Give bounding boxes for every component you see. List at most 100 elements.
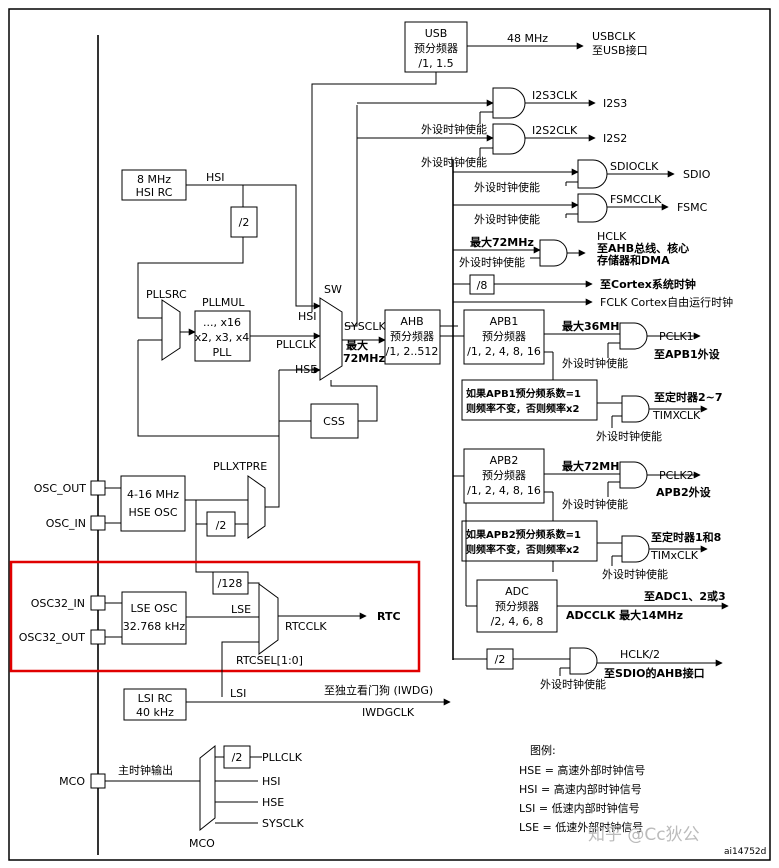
hsi-wire-label: HSI	[206, 171, 225, 184]
watermark: 知乎 @Cc狄公	[588, 825, 700, 845]
lse-block: /128 OSC32_IN OSC32_OUT LSE OSC 32.768 k…	[9, 560, 421, 697]
apb1-and-gate	[619, 322, 648, 350]
pllxtpre-mux	[247, 475, 266, 539]
sdio-ahb-clk-label: HCLK/2	[620, 648, 660, 661]
tim27-cond-line2: 则频率不变，否则频率x2	[466, 402, 579, 415]
lse-highlight-frame	[9, 560, 421, 673]
legend-item-hse: HSE = 高速外部时钟信号	[519, 763, 645, 777]
pll-line3: PLL	[213, 346, 233, 359]
usb-box-line3: /1, 1.5	[418, 57, 453, 70]
osc32-in-pin	[90, 595, 106, 611]
pllsrc-label: PLLSRC	[146, 288, 187, 301]
pclk1-label: PCLK1	[659, 330, 694, 343]
i2s2-clk-label: I2S2CLK	[532, 124, 578, 137]
apb2-block: APB2 预分频器 /1, 2, 4, 8, 16 最大72MHz 外设时钟使能…	[453, 448, 712, 511]
apb2-prescaler-box	[463, 448, 545, 504]
adc-block: ADC 预分频器 /2, 4, 6, 8 至ADC1、2或3 ADCCLK 最大…	[465, 503, 729, 633]
sysclk-riser	[345, 105, 358, 327]
apb1-prescaler-box	[463, 309, 545, 365]
pllsrc-mux	[161, 299, 181, 361]
ahb-prescaler-box	[384, 309, 441, 365]
usb-feed-line	[311, 72, 437, 312]
osc-out-label: OSC_OUT	[34, 482, 87, 495]
lsi-rc-line2: 40 kHz	[136, 706, 174, 719]
sdio-enable-label: 外设时钟使能	[474, 180, 540, 194]
hclk-dest-label2: 存储器和DMA	[597, 253, 670, 267]
css-label: CSS	[323, 415, 345, 428]
lsi-block: LSI RC 40 kHz LSI 至独立看门狗 (IWDG) IWDGCLK	[123, 683, 451, 721]
pll-line1: ..., x16	[203, 316, 241, 329]
sysclk-label: SYSCLK	[344, 320, 386, 333]
tim18-block: 如果APB2预分频系数=1 则频率不变，否则频率x2 外设时钟使能 至定时器1和…	[461, 491, 721, 581]
tim27-enable-label: 外设时钟使能	[596, 429, 662, 443]
css-block: CSS	[137, 340, 378, 439]
rtcsel-mux	[258, 583, 279, 655]
mco-pin-label: MCO	[59, 775, 85, 788]
ahb-box-line2: 预分频器	[390, 329, 434, 343]
hse-to-pllsrc	[137, 340, 280, 437]
apb1-dest-label: 至APB1外设	[654, 347, 721, 361]
usb-dest-label: 至USB接口	[592, 44, 648, 57]
mco-main-label: 主时钟输出	[118, 763, 173, 777]
fsmc-gate-block: 外设时钟使能 FSMCCLK FSMC	[453, 193, 708, 226]
usb-prescaler-box	[404, 21, 468, 73]
sdio-clk-label: SDIOCLK	[610, 160, 659, 173]
usb-prescaler-block: USB 预分频器 /1, 1.5 48 MHz USBCLK 至USB接口	[311, 21, 648, 312]
ahb-box-line1: AHB	[400, 315, 423, 328]
hsi-rc-line1: 8 MHz	[137, 173, 171, 186]
i2s2-dest-label: I2S2	[603, 132, 627, 145]
hsi-div2-to-pllsrc	[137, 237, 244, 319]
lsi-rc-box	[123, 688, 187, 721]
i2s2-enable-label: 外设时钟使能	[421, 155, 487, 169]
osc-in-label: OSC_IN	[46, 517, 86, 530]
sdio-ahb-block: /2 外设时钟使能 HCLK/2 至SDIO的AHB接口	[453, 647, 723, 691]
fsmc-enable-label: 外设时钟使能	[474, 212, 540, 226]
apb1-box-line1: APB1	[490, 315, 519, 328]
sdio-dest-label: SDIO	[683, 168, 711, 181]
cortex-div8-label: /8	[477, 279, 488, 292]
hclk-out-label: HCLK	[597, 230, 627, 243]
fsmc-dest-label: FSMC	[677, 201, 708, 214]
fsmc-and-gate	[577, 193, 608, 223]
cortex-div-block: /8 至Cortex系统时钟	[453, 274, 696, 295]
apb2-dest-label: APB2外设	[656, 485, 712, 499]
mco-in-hse: HSE	[262, 796, 284, 809]
tim27-condition-box	[461, 379, 598, 421]
tim18-cond-line1: 如果APB2预分频系数=1	[466, 528, 581, 541]
lsi-rc-line1: LSI RC	[138, 692, 173, 705]
pllsrc-mux-block: PLLSRC	[138, 288, 196, 361]
adc-box-line3: /2, 4, 6, 8	[491, 615, 544, 628]
hse-div2-label: /2	[216, 519, 227, 532]
apb1-max-label: 最大36MHz	[562, 319, 626, 333]
hclk-dest-label1: 至AHB总线、核心	[597, 241, 689, 255]
sdio-and-gate	[577, 159, 608, 189]
hclk-enable-label: 外设时钟使能	[459, 255, 525, 269]
adc-prescaler-box	[476, 579, 558, 633]
adc-dest-label: 至ADC1、2或3	[644, 589, 726, 603]
lse-osc-line2: 32.768 kHz	[123, 620, 186, 633]
pll-block: PLLMUL ..., x16 x2, x3, x4 PLL	[194, 296, 321, 362]
figure-ref: ai14752d	[724, 847, 766, 857]
ahb-box-line3: /1, 2..512	[386, 345, 439, 358]
pll-box	[194, 310, 251, 362]
tim27-clk-label: TIMXCLK	[652, 409, 701, 422]
fsmc-clk-label: FSMCCLK	[610, 193, 662, 206]
tim18-condition-box	[461, 520, 598, 562]
i2s3-enable-label: 外设时钟使能	[421, 122, 487, 136]
osc32-out-label: OSC32_OUT	[19, 631, 86, 644]
lse-wire-label: LSE	[231, 603, 251, 616]
rtcsel-label: RTCSEL[1:0]	[236, 654, 303, 667]
sw-mux	[319, 297, 343, 381]
apb2-box-line2: 预分频器	[482, 468, 526, 482]
mco-in-hsi: HSI	[262, 775, 281, 788]
sw-in-pllclk: PLLCLK	[276, 338, 317, 351]
pllmul-label: PLLMUL	[202, 296, 245, 309]
apb2-max-label: 最大72MHz	[562, 459, 626, 473]
fclk-label: FCLK Cortex自由运行时钟	[600, 295, 733, 309]
apb2-and-gate	[619, 461, 648, 489]
div128-label: /128	[218, 577, 243, 590]
hclk-and-gate	[539, 239, 568, 267]
hclk-gate-block: 最大72MHz 外设时钟使能 HCLK 至AHB总线、核心 存储器和DMA	[453, 230, 689, 269]
tim27-block: 如果APB1预分频系数=1 则频率不变，否则频率x2 外设时钟使能 至定时器2~…	[461, 351, 723, 443]
diagram-border	[8, 8, 771, 861]
